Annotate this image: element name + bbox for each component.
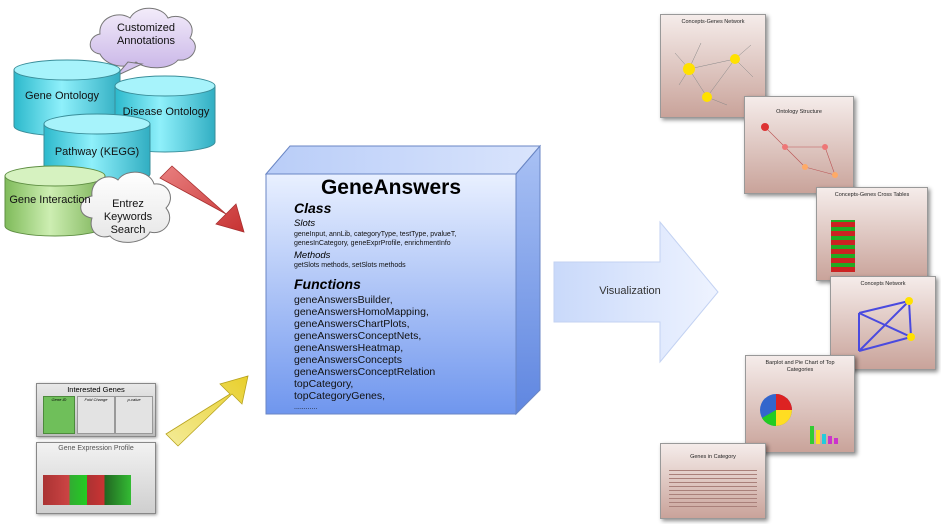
p-value-column: p-value bbox=[115, 396, 153, 434]
gene-expression-panel: Gene Expression Profile bbox=[36, 442, 156, 514]
fold-change-header: Fold Change bbox=[84, 397, 108, 402]
panel-title: Concepts-Genes Network bbox=[681, 19, 745, 25]
methods-heading: Methods bbox=[294, 250, 331, 261]
p-value-header: p-value bbox=[127, 397, 141, 402]
geneanswers-title: GeneAnswers bbox=[320, 176, 462, 199]
function-item: geneAnswersConcepts bbox=[294, 354, 402, 366]
geneanswers-box bbox=[264, 144, 542, 416]
yellow-arrow bbox=[165, 375, 249, 447]
red-arrow bbox=[159, 165, 245, 233]
genes-table-lines bbox=[669, 468, 757, 510]
function-item: geneAnswersBuilder, bbox=[294, 294, 393, 306]
cross-tables-panel: Concepts-Genes Cross Tables bbox=[816, 187, 928, 281]
function-item: geneAnswersChartPlots, bbox=[294, 318, 410, 330]
ontology-structure-panel: Ontology Structure bbox=[744, 96, 854, 194]
panel-title: Concepts Network bbox=[860, 281, 906, 287]
fold-change-column: Fold Change bbox=[77, 396, 115, 434]
genes-in-category-panel: Genes in Category bbox=[660, 443, 766, 519]
network-graphic bbox=[674, 42, 754, 106]
disease-ontology-label: Disease Ontology bbox=[122, 106, 210, 118]
class-heading: Class bbox=[294, 200, 332, 216]
function-item: geneAnswersHeatmap, bbox=[294, 342, 404, 354]
function-item: topCategoryGenes, bbox=[294, 390, 386, 402]
function-item: geneAnswersConceptNets, bbox=[294, 330, 422, 342]
function-item: geneAnswersConceptRelation bbox=[294, 366, 436, 378]
interested-genes-panel: Interested Genes Gene ID Fold Change p-v… bbox=[36, 383, 156, 437]
panel-title: Barplot and Pie Chart of Top Categories bbox=[765, 360, 835, 373]
function-item: ............ bbox=[294, 404, 318, 411]
function-item: geneAnswersHomoMapping, bbox=[294, 306, 429, 318]
gene-ontology-label: Gene Ontology bbox=[25, 90, 99, 102]
ontology-graphic bbox=[761, 123, 838, 178]
expression-heatmap bbox=[43, 475, 131, 505]
pathway-label: Pathway (KEGG) bbox=[54, 146, 140, 158]
concepts-network-graphic bbox=[858, 297, 915, 352]
visualization-label: Visualization bbox=[599, 285, 661, 297]
function-item: topCategory, bbox=[294, 378, 354, 390]
panel-title: Ontology Structure bbox=[776, 109, 822, 115]
visualization-arrow bbox=[553, 220, 719, 364]
customized-annotations-cloud bbox=[89, 7, 196, 77]
gene-id-column: Gene ID bbox=[43, 396, 75, 434]
cross-table-heatmap bbox=[831, 220, 855, 272]
concepts-network-panel: Concepts Network bbox=[830, 276, 936, 370]
slots-text: geneInput, annLib, categoryType, testTyp… bbox=[294, 231, 457, 247]
gene-interaction-label: Gene Interaction bbox=[9, 194, 91, 206]
barplot-pie-graphic bbox=[760, 394, 838, 444]
interested-genes-title: Interested Genes bbox=[67, 385, 125, 394]
panel-title: Concepts-Genes Cross Tables bbox=[834, 192, 910, 198]
customized-annotations-label: Customized Annotations bbox=[116, 22, 176, 47]
gene-id-header: Gene ID bbox=[51, 397, 67, 402]
gene-interaction-cylinder bbox=[4, 165, 106, 237]
geneanswers-box-content: GeneAnswers Class Slots geneInput, annLi… bbox=[266, 146, 516, 414]
slots-heading: Slots bbox=[294, 218, 316, 229]
barplot-pie-panel: Barplot and Pie Chart of Top Categories bbox=[745, 355, 855, 453]
entrez-search-label: Entrez Keywords Search bbox=[103, 198, 153, 236]
panel-title: Genes in Category bbox=[690, 454, 736, 460]
methods-text: getSlots methods, setSlots methods bbox=[294, 262, 406, 269]
entrez-search-cloud bbox=[80, 171, 171, 243]
functions-heading: Functions bbox=[294, 276, 361, 292]
gene-expression-title: Gene Expression Profile bbox=[58, 445, 134, 452]
